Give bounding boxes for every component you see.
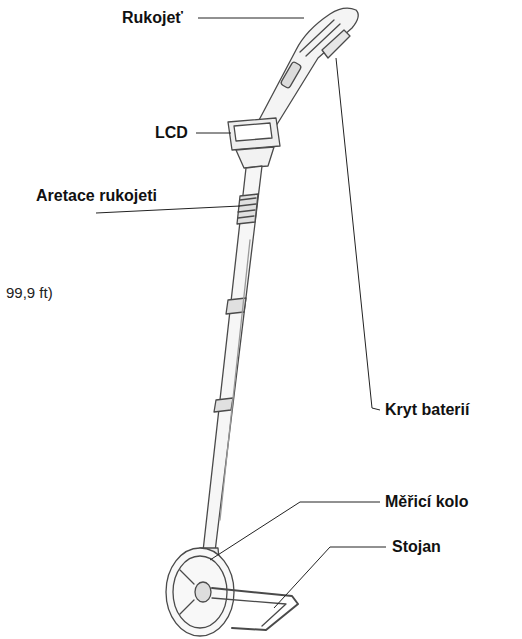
part-label: Měřicí kolo (385, 492, 469, 511)
measuring-wheel (166, 548, 234, 636)
lock-ribs (238, 198, 256, 218)
leader-line (274, 547, 386, 608)
leader-line (336, 58, 380, 410)
wheel-hub (195, 582, 211, 602)
part-label: Stojan (392, 537, 441, 556)
part-label: LCD (155, 123, 188, 142)
shaft-highlight (220, 240, 250, 520)
part-label: 99,9 ft) (6, 283, 53, 302)
lcd-base (236, 147, 274, 168)
shaft (202, 166, 262, 560)
handle-lock (237, 194, 258, 224)
wheel-rim (173, 556, 227, 628)
battery-cover (322, 30, 350, 58)
leader-line (96, 206, 240, 213)
part-label: Aretace rukojeti (36, 186, 157, 205)
leader-lines (96, 18, 386, 608)
part-label: Kryt baterií (385, 400, 469, 419)
stand-wire (212, 588, 298, 630)
handle-grip (258, 8, 358, 126)
wheel-spokes (180, 570, 194, 614)
part-label: Rukojeť (122, 8, 183, 27)
stand-wire (212, 598, 286, 626)
leader-line (196, 133, 231, 134)
leader-line (210, 502, 380, 560)
shaft-collar (214, 398, 233, 412)
lcd-housing (228, 118, 280, 150)
leader-line (198, 18, 304, 19)
lcd-screen (234, 123, 272, 141)
handle-buttons (280, 61, 302, 89)
